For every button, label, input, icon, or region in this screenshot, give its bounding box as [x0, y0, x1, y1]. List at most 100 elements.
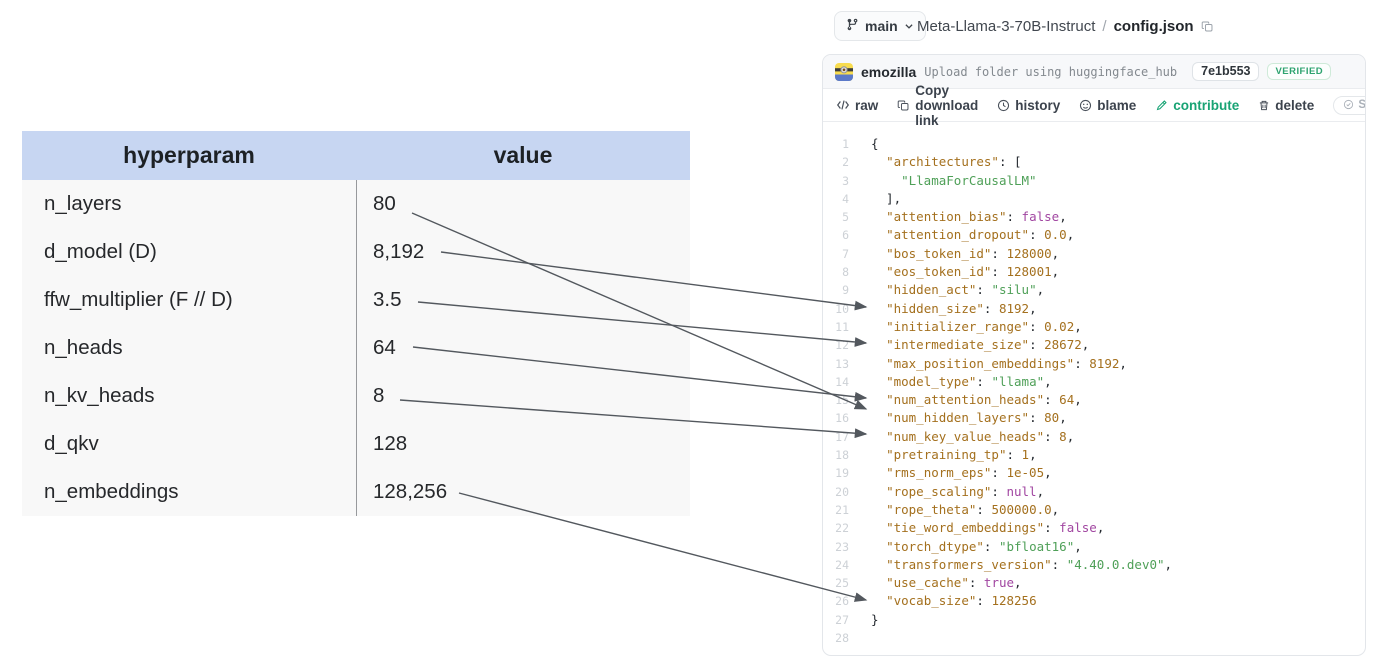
- pencil-icon: [1155, 99, 1168, 112]
- trash-icon: [1258, 99, 1270, 112]
- verified-badge: VERIFIED: [1267, 63, 1332, 80]
- file-viewer-panel: emozilla Upload folder using huggingface…: [822, 54, 1366, 656]
- code-line-content: "architectures": [: [886, 154, 1022, 170]
- code-line: 7 "bos_token_id": 128000,: [823, 245, 1365, 263]
- line-number: 8: [842, 265, 849, 280]
- code-line: 16 "num_hidden_layers": 80,: [823, 409, 1365, 427]
- code-line-content: "rope_theta": 500000.0,: [886, 501, 1060, 517]
- toolbar-label: Copy download link: [915, 82, 979, 128]
- git-branch-icon: [846, 18, 859, 34]
- code-line: 1{: [823, 135, 1365, 153]
- safe-label: Safe: [1358, 98, 1366, 111]
- line-number: 7: [842, 246, 849, 261]
- code-line-content: "intermediate_size": 28672,: [886, 337, 1090, 353]
- line-number: 9: [842, 283, 849, 298]
- commit-message: Upload folder using huggingface_hub: [924, 64, 1178, 79]
- copy-download-link-button[interactable]: Copy download link: [897, 83, 978, 128]
- hyperparam-name: n_kv_heads: [44, 384, 155, 407]
- blame-button[interactable]: blame: [1079, 98, 1136, 113]
- face-icon: [1079, 99, 1092, 112]
- code-line-content: "initializer_range": 0.02,: [886, 318, 1082, 334]
- code-line-content: "attention_bias": false,: [886, 209, 1067, 225]
- code-line: 18 "pretraining_tp": 1,: [823, 446, 1365, 464]
- code-line: 21 "rope_theta": 500000.0,: [823, 501, 1365, 519]
- code-line-content: "torch_dtype": "bfloat16",: [886, 538, 1082, 554]
- breadcrumb-separator: /: [1102, 17, 1107, 35]
- hyperparam-value: 8: [373, 384, 385, 407]
- code-line: 23 "torch_dtype": "bfloat16",: [823, 538, 1365, 556]
- line-number: 24: [835, 557, 849, 572]
- code-line: 10 "hidden_size": 8192,: [823, 300, 1365, 318]
- code-line-content: "bos_token_id": 128000,: [886, 245, 1060, 261]
- line-number: 10: [835, 301, 849, 316]
- branch-name: main: [865, 18, 898, 34]
- toolbar-label: blame: [1097, 97, 1137, 113]
- code-line-content: "rope_scaling": null,: [886, 483, 1045, 499]
- code-line: 17 "num_key_value_heads": 8,: [823, 428, 1365, 446]
- line-number: 11: [835, 319, 849, 334]
- clock-icon: [997, 99, 1010, 112]
- code-line-content: {: [871, 136, 879, 151]
- line-number: 2: [842, 155, 849, 170]
- hyperparam-value: 3.5: [373, 288, 402, 311]
- code-line-content: "pretraining_tp": 1,: [886, 447, 1037, 463]
- commit-hash-chip[interactable]: 7e1b553: [1192, 62, 1260, 81]
- table-header-row: hyperparam value: [22, 131, 690, 180]
- code-line-content: "hidden_act": "silu",: [886, 282, 1045, 298]
- line-number: 25: [835, 576, 849, 591]
- code-line-content: "hidden_size": 8192,: [886, 300, 1037, 316]
- code-line-content: "rms_norm_eps": 1e-05,: [886, 465, 1052, 481]
- code-line: 19 "rms_norm_eps": 1e-05,: [823, 464, 1365, 482]
- toolbar-label: delete: [1275, 97, 1315, 113]
- code-line: 24 "transformers_version": "4.40.0.dev0"…: [823, 556, 1365, 574]
- line-number: 26: [835, 594, 849, 609]
- chevron-down-icon: [904, 18, 914, 34]
- code-line-content: "max_position_embeddings": 8192,: [886, 355, 1127, 371]
- code-line: 20 "rope_scaling": null,: [823, 483, 1365, 501]
- copy-filename-icon[interactable]: [1201, 20, 1214, 33]
- contribute-button[interactable]: contribute: [1155, 98, 1239, 113]
- commit-author-link[interactable]: emozilla: [861, 63, 917, 80]
- code-line-content: "transformers_version": "4.40.0.dev0",: [886, 556, 1173, 572]
- code-line-content: "LlamaForCausalLM": [901, 172, 1037, 188]
- avatar[interactable]: [835, 62, 853, 81]
- code-line: 26 "vocab_size": 128256: [823, 592, 1365, 610]
- code-line: 27}: [823, 611, 1365, 629]
- hyperparam-name: n_layers: [44, 192, 122, 215]
- line-number: 4: [842, 191, 849, 206]
- line-number: 20: [835, 484, 849, 499]
- line-number: 6: [842, 228, 849, 243]
- line-number: 12: [835, 338, 849, 353]
- code-line-content: "vocab_size": 128256: [886, 593, 1037, 609]
- history-button[interactable]: history: [997, 98, 1060, 113]
- code-line: 22 "tie_word_embeddings": false,: [823, 519, 1365, 537]
- breadcrumb-repo-link[interactable]: Meta-Llama-3-70B-Instruct: [917, 17, 1096, 35]
- copy-icon: [897, 99, 910, 112]
- code-line: 9 "hidden_act": "silu",: [823, 281, 1365, 299]
- code-line: 4 ],: [823, 190, 1365, 208]
- code-line: 3 "LlamaForCausalLM": [823, 172, 1365, 190]
- hyperparam-value: 128: [373, 432, 408, 455]
- toolbar-label: history: [1015, 97, 1061, 113]
- code-viewer: 1{2 "architectures": [3 "LlamaForCausalL…: [823, 122, 1365, 647]
- shield-check-icon: [1343, 99, 1354, 110]
- hyperparam-value: 8,192: [373, 240, 425, 263]
- safe-scan-pill[interactable]: Safe: [1333, 95, 1366, 115]
- delete-button[interactable]: delete: [1258, 98, 1314, 113]
- code-line-content: "model_type": "llama",: [886, 373, 1052, 389]
- code-line: 13 "max_position_embeddings": 8192,: [823, 355, 1365, 373]
- line-number: 1: [842, 137, 849, 151]
- code-line-content: }: [871, 611, 879, 627]
- file-toolbar: raw Copy download link history blame contrib…: [823, 83, 1366, 128]
- branch-selector-button[interactable]: main: [834, 11, 926, 41]
- code-line: 6 "attention_dropout": 0.0,: [823, 226, 1365, 244]
- raw-button[interactable]: raw: [836, 98, 878, 113]
- code-line-content: "tie_word_embeddings": false,: [886, 520, 1105, 536]
- breadcrumb: Meta-Llama-3-70B-Instruct / config.json: [917, 11, 1214, 41]
- line-number: 22: [835, 521, 849, 536]
- toolbar-label: contribute: [1173, 97, 1240, 113]
- commit-header: emozilla Upload folder using huggingface…: [823, 55, 1365, 89]
- code-line: 15 "num_attention_heads": 64,: [823, 391, 1365, 409]
- line-number: 23: [835, 539, 849, 554]
